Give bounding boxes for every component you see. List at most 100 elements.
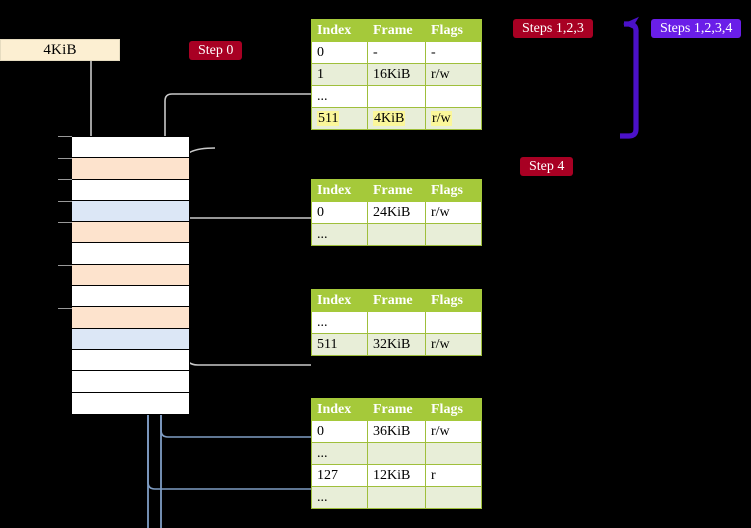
table-cell	[425, 85, 482, 108]
table-row: ...	[311, 311, 482, 334]
memory-frame-row	[72, 137, 189, 159]
memory-tick	[58, 265, 72, 266]
column-header-index: Index	[311, 19, 368, 42]
table-cell	[425, 311, 482, 334]
memory-frame-row	[72, 307, 189, 329]
table-cell	[367, 223, 426, 246]
table-cell: ...	[311, 85, 368, 108]
arrow-steps-1234	[620, 16, 639, 139]
table-cell: 511	[311, 333, 368, 356]
memory-frame-row	[72, 286, 189, 308]
column-header-frame: Frame	[367, 398, 426, 421]
table-cell: 0	[311, 41, 368, 64]
memory-size-label: 4KiB	[43, 41, 77, 58]
memory-frame-row	[72, 179, 189, 201]
table-row: ...	[311, 223, 482, 246]
memory-frame-row	[72, 243, 189, 265]
table-cell: r/w	[425, 333, 482, 356]
table-cell: 511	[311, 107, 368, 130]
memory-tick	[58, 158, 72, 159]
table-cell	[367, 486, 426, 509]
badge-step-0-label: Step 0	[198, 42, 234, 58]
table-cell: 16KiB	[367, 63, 426, 86]
memory-frame-row	[72, 371, 189, 393]
column-header-frame: Frame	[367, 289, 426, 312]
table-cell: ...	[311, 311, 368, 334]
table-cell: ...	[311, 486, 368, 509]
table-cell: r/w	[425, 63, 482, 86]
table-cell: r/w	[425, 420, 482, 443]
memory-frame-row	[72, 328, 189, 350]
memory-tick	[58, 201, 72, 202]
table-cell	[425, 442, 482, 465]
badge-steps-1234: Steps 1,2,3,4	[651, 19, 742, 38]
table-cell: r/w	[425, 107, 482, 130]
badge-steps-123-label: Steps 1,2,3	[522, 20, 584, 36]
table-cell: 36KiB	[367, 420, 426, 443]
table-cell: 0	[311, 420, 368, 443]
table-cell: r	[425, 464, 482, 487]
table-row: ...	[311, 85, 482, 108]
badge-steps-123: Steps 1,2,3	[513, 19, 593, 38]
table-cell: 0	[311, 201, 368, 224]
wire-table2-to-memory	[178, 314, 311, 366]
table-cell	[367, 442, 426, 465]
table-cell: -	[367, 41, 426, 64]
memory-frame-row	[72, 200, 189, 223]
table-cell: 12KiB	[367, 464, 426, 487]
memory-tick	[58, 308, 72, 309]
memory-tick	[58, 222, 72, 223]
wire-table3-row127	[147, 405, 311, 490]
wire-table1-to-memory	[171, 217, 311, 268]
memory-size-banner: 4KiB	[0, 39, 120, 61]
highlighted-value: r/w	[431, 110, 452, 126]
table-cell: 24KiB	[367, 201, 426, 224]
memory-frame-row	[72, 264, 189, 287]
table-row: ...	[311, 442, 482, 465]
table-cell: ...	[311, 223, 368, 246]
table-cell	[425, 486, 482, 509]
table-cell: r/w	[425, 201, 482, 224]
highlighted-value: 511	[317, 110, 340, 126]
column-header-flags: Flags	[425, 179, 482, 202]
column-header-index: Index	[311, 289, 368, 312]
table-row: 0--	[311, 41, 482, 64]
table-cell: 4KiB	[367, 107, 426, 130]
memory-frame-row	[72, 349, 189, 372]
table-cell	[367, 311, 426, 334]
table-cell: 32KiB	[367, 333, 426, 356]
table-cell: -	[425, 41, 482, 64]
memory-frame-row	[72, 222, 189, 244]
table-cell: ...	[311, 442, 368, 465]
memory-tick	[58, 179, 72, 180]
physical-memory-column	[71, 136, 190, 415]
badge-steps-1234-label: Steps 1,2,3,4	[660, 20, 733, 36]
table-cell: 127	[311, 464, 368, 487]
column-header-flags: Flags	[425, 289, 482, 312]
badge-step-0: Step 0	[189, 41, 243, 60]
column-header-frame: Frame	[367, 19, 426, 42]
memory-tick	[58, 136, 72, 137]
badge-step-4: Step 4	[520, 157, 574, 176]
memory-frame-row	[72, 392, 189, 414]
highlighted-value: 4KiB	[373, 110, 406, 126]
column-header-flags: Flags	[425, 398, 482, 421]
column-header-flags: Flags	[425, 19, 482, 42]
column-header-index: Index	[311, 398, 368, 421]
table-row: 511 4KiB r/w	[311, 107, 482, 130]
table-cell: 1	[311, 63, 368, 86]
